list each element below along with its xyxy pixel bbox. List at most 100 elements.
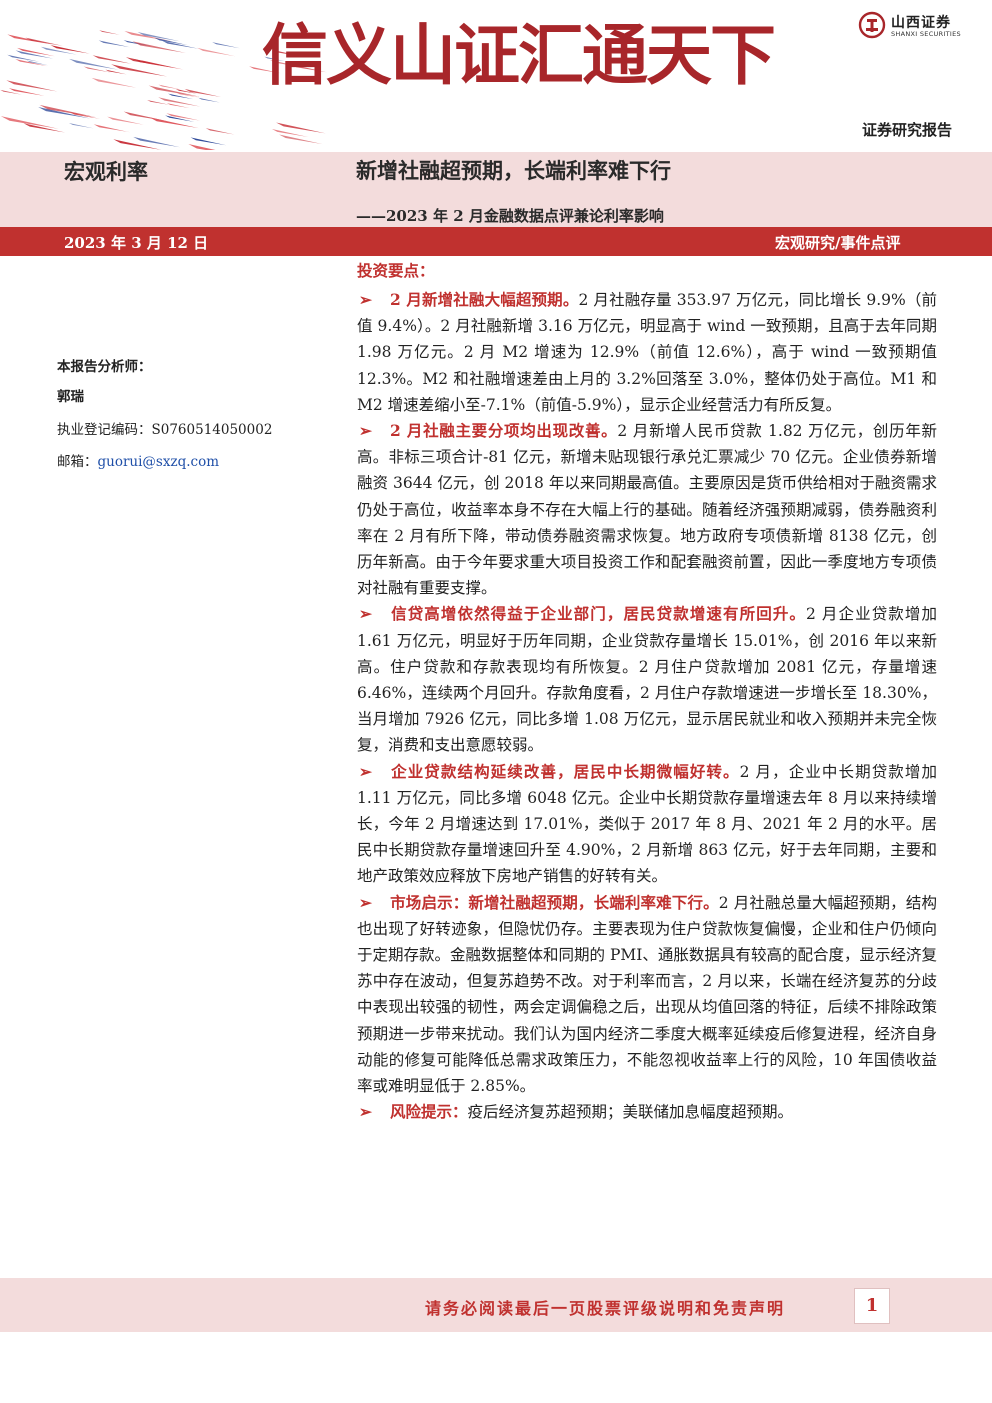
header-streak (158, 97, 201, 107)
header-streak (91, 77, 137, 88)
bullet-text: 2 月新增人民币贷款 1.82 万亿元，创历年新高。非标三项合计-81 亿元，新… (357, 422, 938, 598)
header-streak (176, 92, 200, 98)
header-streak (175, 89, 198, 94)
header-streak (69, 112, 101, 119)
header-streak (165, 115, 195, 122)
header-streak (111, 64, 168, 77)
analyst-email: 邮箱：guorui@sxzq.com (57, 450, 219, 470)
report-section: 宏观研究/事件点评 (775, 234, 901, 252)
analyst-registration: 执业登记编码：S0760514050002 (57, 418, 272, 438)
header-streak (105, 69, 127, 75)
header-streak (184, 88, 221, 97)
bullet-lead: 市场启示：新增社融超预期，长端利率难下行。 (390, 892, 719, 912)
header-streak (133, 136, 181, 148)
bullet-item: ➢ 2 月新增社融大幅超预期。2 月社融存量 353.97 万亿元，同比增长 9.… (357, 287, 937, 418)
header-streak (39, 104, 97, 118)
bullet-arrow-icon: ➢ (359, 761, 372, 781)
header-streak (0, 116, 59, 129)
logo-name-cn: 山西证券 (891, 15, 951, 31)
bullet-arrow-icon: ➢ (359, 421, 372, 441)
header-streak (17, 47, 55, 57)
header-streak (123, 111, 168, 122)
header-streak (290, 64, 327, 73)
header-streak (168, 93, 194, 100)
header-streak (38, 106, 91, 119)
header-streak (148, 85, 201, 97)
header-streak (0, 89, 22, 95)
header-streak (107, 116, 144, 125)
header-streak (93, 124, 131, 133)
page-number: 1 (854, 1288, 890, 1324)
header-streak (276, 122, 326, 134)
header-streak (249, 66, 281, 74)
bullet-arrow-icon: ➢ (359, 604, 372, 624)
header-streak (123, 40, 151, 46)
header-streak (264, 56, 286, 62)
header-streak (113, 139, 162, 150)
header-streak (274, 50, 305, 57)
header-streak (7, 54, 40, 62)
header-streak (26, 60, 49, 66)
title-band (0, 152, 992, 227)
bullet-lead: 风险提示： (390, 1102, 468, 1122)
header-streak (154, 37, 188, 46)
header-decorative-streaks (0, 30, 327, 150)
bullet-lead: 2 月新增社融大幅超预期。 (390, 290, 579, 309)
header-streak (23, 123, 66, 133)
date-bar (0, 227, 992, 256)
slogan-text: 信义山证汇通天下 (262, 16, 776, 94)
header-streak (279, 134, 323, 145)
bullet-arrow-icon: ➢ (359, 290, 372, 309)
footer-band (0, 1278, 992, 1332)
report-type-label: 证券研究报告 (862, 121, 953, 139)
header-streak (212, 42, 240, 49)
bullet-text: 疫后经济复苏超预期；美联储加息幅度超预期。 (467, 1103, 794, 1122)
header-streak (15, 50, 54, 59)
bullet-item: ➢2 月社融主要分项均出现改善。2 月新增人民币贷款 1.82 万亿元，创历年新… (357, 418, 937, 601)
header-streak (50, 45, 90, 54)
header-slogan: 信义山证汇通天下 (262, 22, 822, 152)
bullet-lead: 信贷高增依然得益于企业部门，居民贷款增速有所回升。 (390, 604, 807, 624)
header-streak (40, 46, 77, 55)
bullet-arrow-icon: ➢ (359, 1102, 372, 1122)
header-streak (68, 122, 94, 129)
disclaimer-note: 请务必阅读最后一页股票评级说明和免责声明 (425, 1299, 786, 1318)
header-streak (188, 144, 216, 150)
header-streak (137, 31, 181, 42)
bullet-text: 2 月社融存量 353.97 万亿元，同比增长 9.9%（前值 9.4%）。2 … (357, 291, 938, 414)
header-streak (25, 37, 63, 46)
header-streak (197, 47, 236, 57)
header-streak (6, 80, 58, 92)
registration-value: S0760514050002 (151, 422, 273, 438)
header-streak (205, 128, 235, 135)
header-streak (124, 30, 173, 42)
header-streak (271, 128, 309, 137)
registration-label: 执业登记编码： (57, 422, 152, 438)
logo-name-en: SHANXI SECURITIES (891, 30, 961, 38)
bullet-lead: 企业贷款结构延续改善，居民中长期微幅好转。 (390, 761, 740, 781)
bullet-item: ➢ 市场启示：新增社融超预期，长端利率难下行。2 月社融总量大幅超预期，结构也出现… (357, 890, 937, 1100)
header-streak (15, 59, 48, 67)
header-streak (190, 137, 227, 146)
bullet-item: ➢信贷高增依然得益于企业部门，居民贷款增速有所回升。2 月企业贷款增加 1.61… (357, 601, 937, 758)
report-title: 新增社融超预期，长端利率难下行 (356, 158, 671, 183)
header-streak (166, 103, 190, 109)
header-streak (149, 117, 199, 129)
company-logo-icon (858, 11, 886, 39)
header-streak (198, 97, 221, 103)
bullet-arrow-icon: ➢ (359, 892, 372, 912)
email-link[interactable]: guorui@sxzq.com (97, 454, 220, 470)
header-streak (99, 30, 120, 35)
bullet-text: 2 月社融总量大幅超预期，结构也出现了好转迹象，但隐忧仍存。主要表现为住户贷款恢… (357, 893, 937, 1096)
header-streak (98, 40, 130, 48)
header-streak (132, 41, 186, 54)
email-label: 邮箱： (57, 454, 98, 470)
header-streak (147, 99, 170, 105)
header-streak (8, 88, 45, 96)
analyst-heading: 本报告分析师： (57, 359, 152, 375)
header-streak (270, 59, 305, 68)
report-date: 2023 年 3 月 12 日 (64, 234, 209, 252)
report-subtitle: ——2023 年 2 月金融数据点评兼论利率影响 (356, 207, 664, 225)
analyst-name: 郭瑞 (57, 389, 84, 405)
bullet-item: ➢企业贷款结构延续改善，居民中长期微幅好转。2 月，企业中长期贷款增加 1.11… (357, 759, 937, 890)
